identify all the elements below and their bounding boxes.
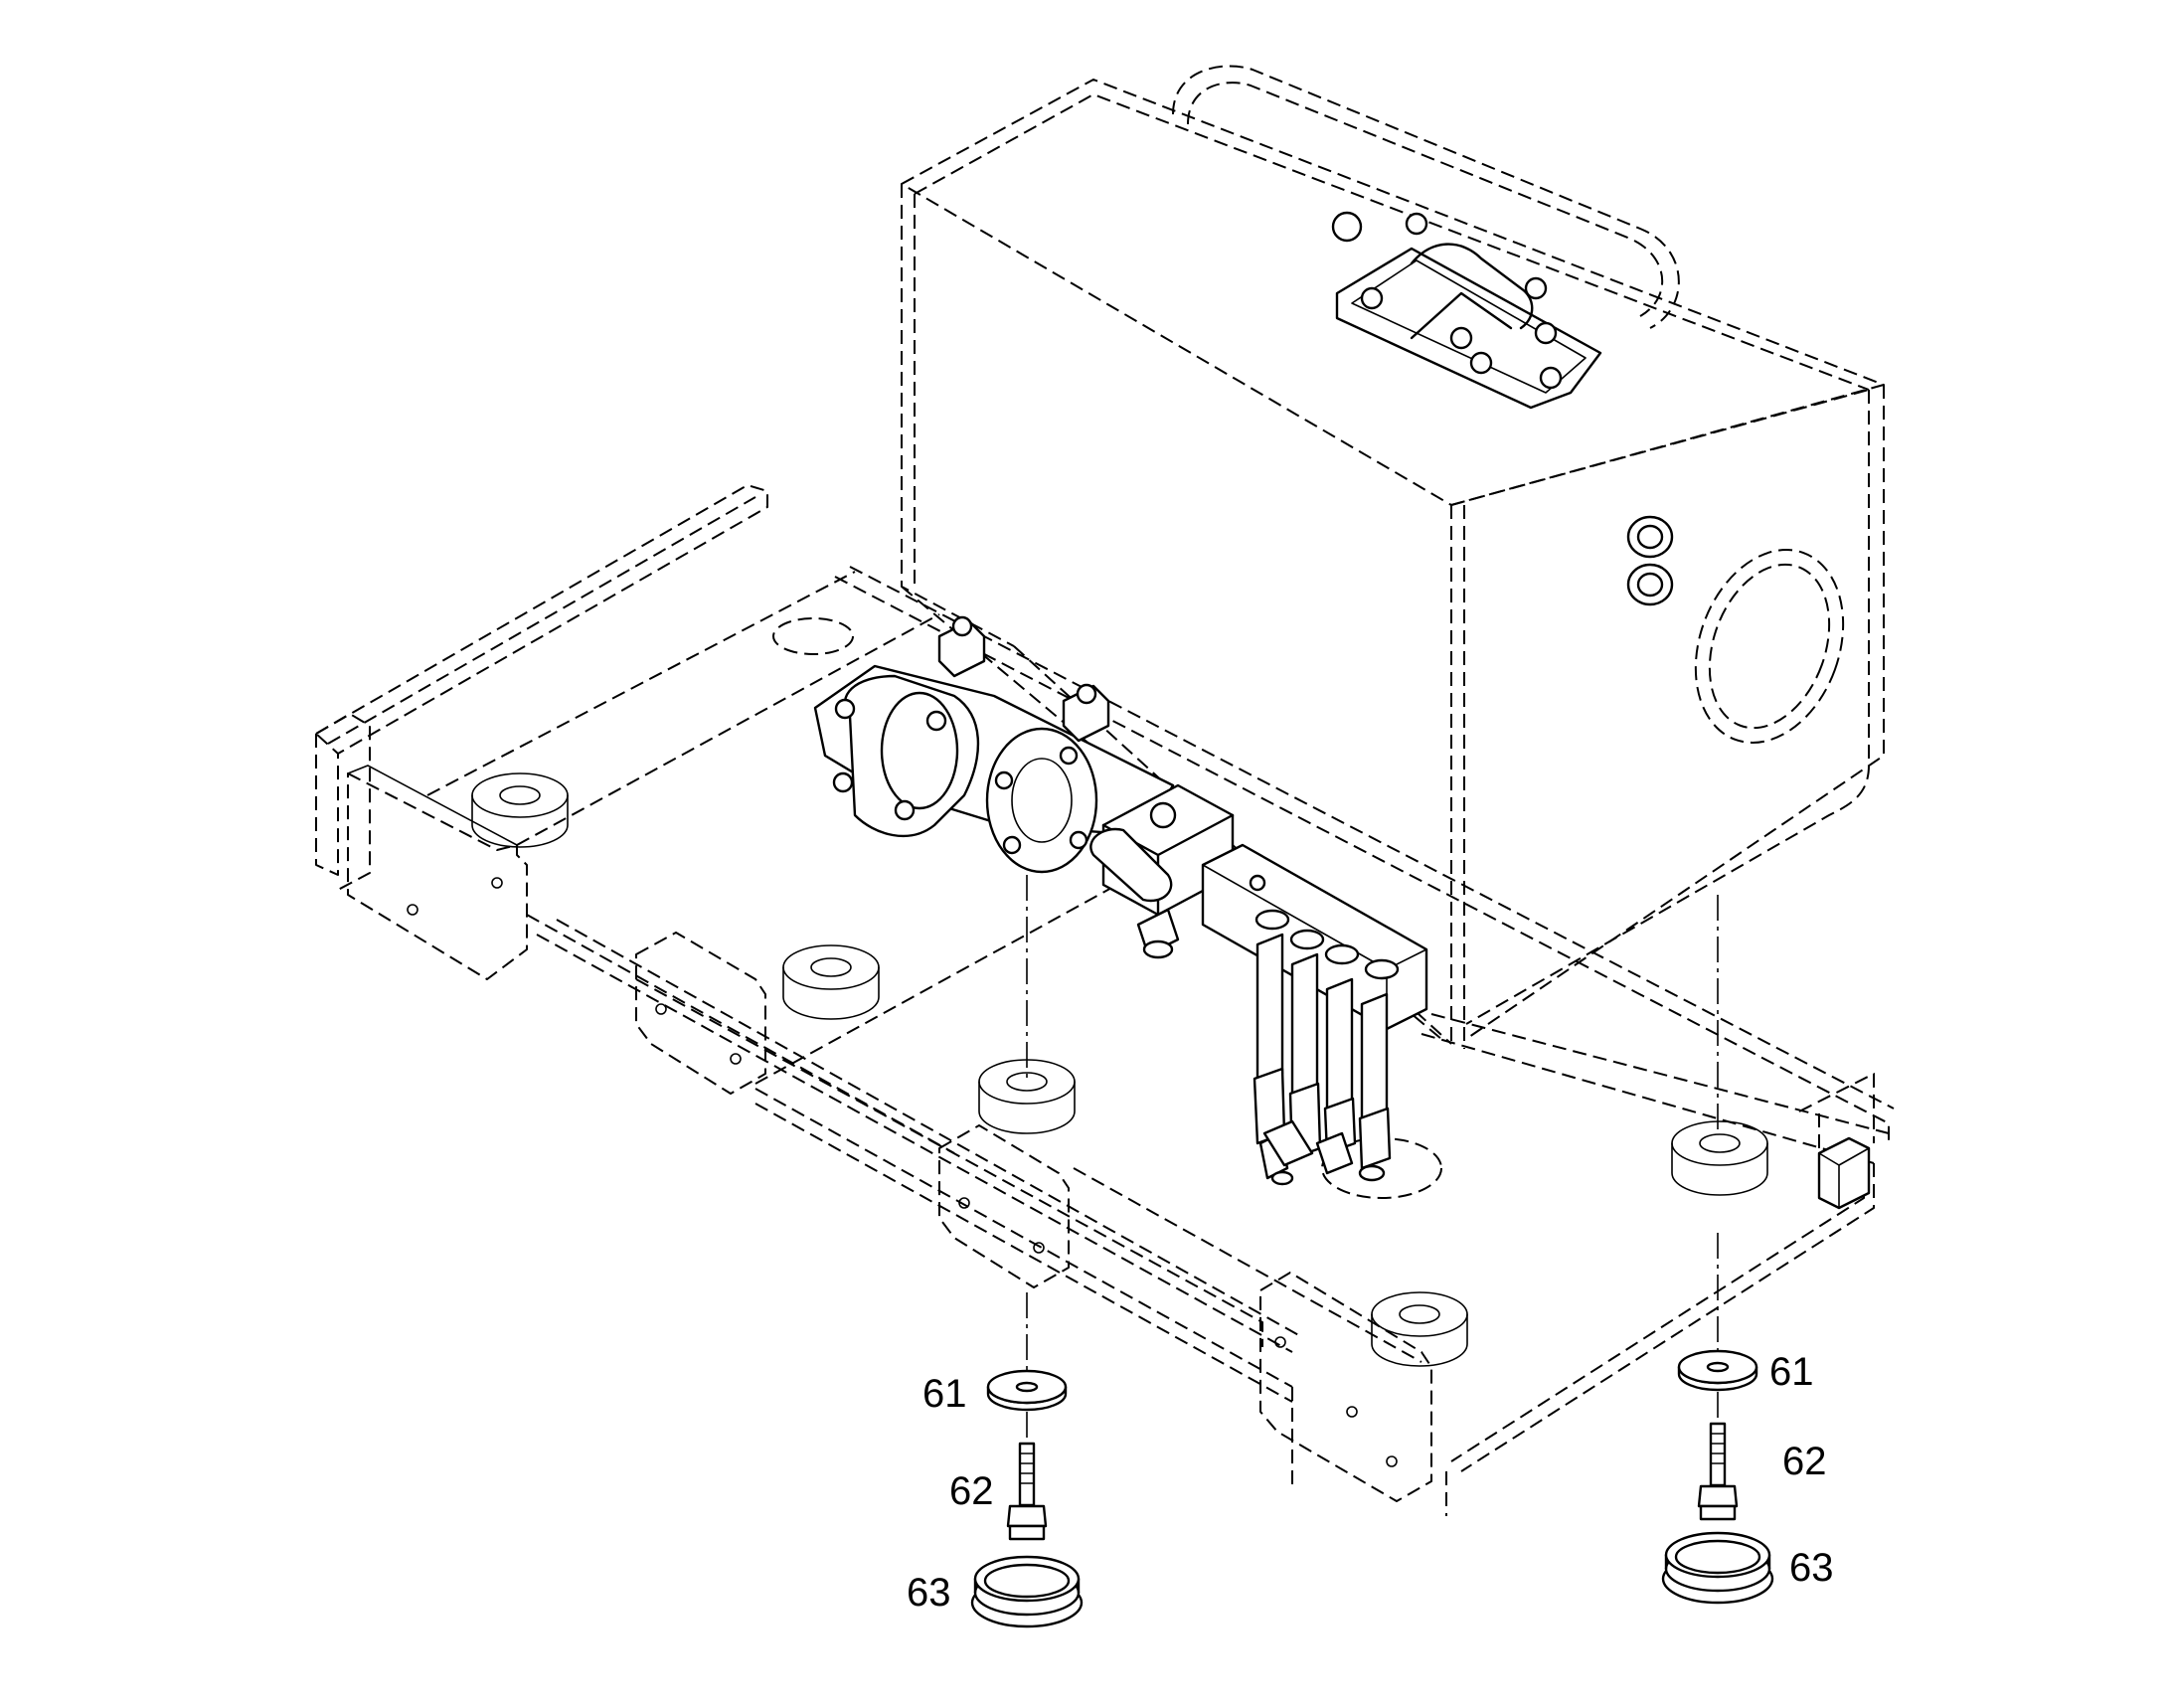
left-washer-61 bbox=[986, 1369, 1068, 1412]
right-hardware-stack bbox=[1661, 1233, 1774, 1605]
right-grommet-63 bbox=[1661, 1531, 1774, 1605]
frame-corner-plates bbox=[315, 713, 1432, 1502]
left-grommet-63 bbox=[970, 1555, 1084, 1628]
hydraulic-tank bbox=[901, 65, 1885, 1133]
left-bolt-62 bbox=[1006, 1412, 1048, 1541]
callout-right-63: 63 bbox=[1789, 1546, 1834, 1590]
callout-left-62: 62 bbox=[949, 1469, 994, 1513]
right-washer-61 bbox=[1677, 1349, 1758, 1392]
callout-right-61: 61 bbox=[1769, 1350, 1814, 1394]
left-hardware-stack bbox=[970, 1292, 1084, 1628]
callout-right-62: 62 bbox=[1782, 1440, 1827, 1483]
callout-left-61: 61 bbox=[922, 1372, 967, 1416]
hose-fittings bbox=[1253, 909, 1400, 1186]
callout-labels: 61 62 63 61 62 63 bbox=[907, 1350, 1834, 1615]
right-bolt-62 bbox=[1697, 1392, 1739, 1521]
callout-left-63: 63 bbox=[907, 1571, 951, 1615]
base-frame bbox=[315, 484, 1895, 1516]
